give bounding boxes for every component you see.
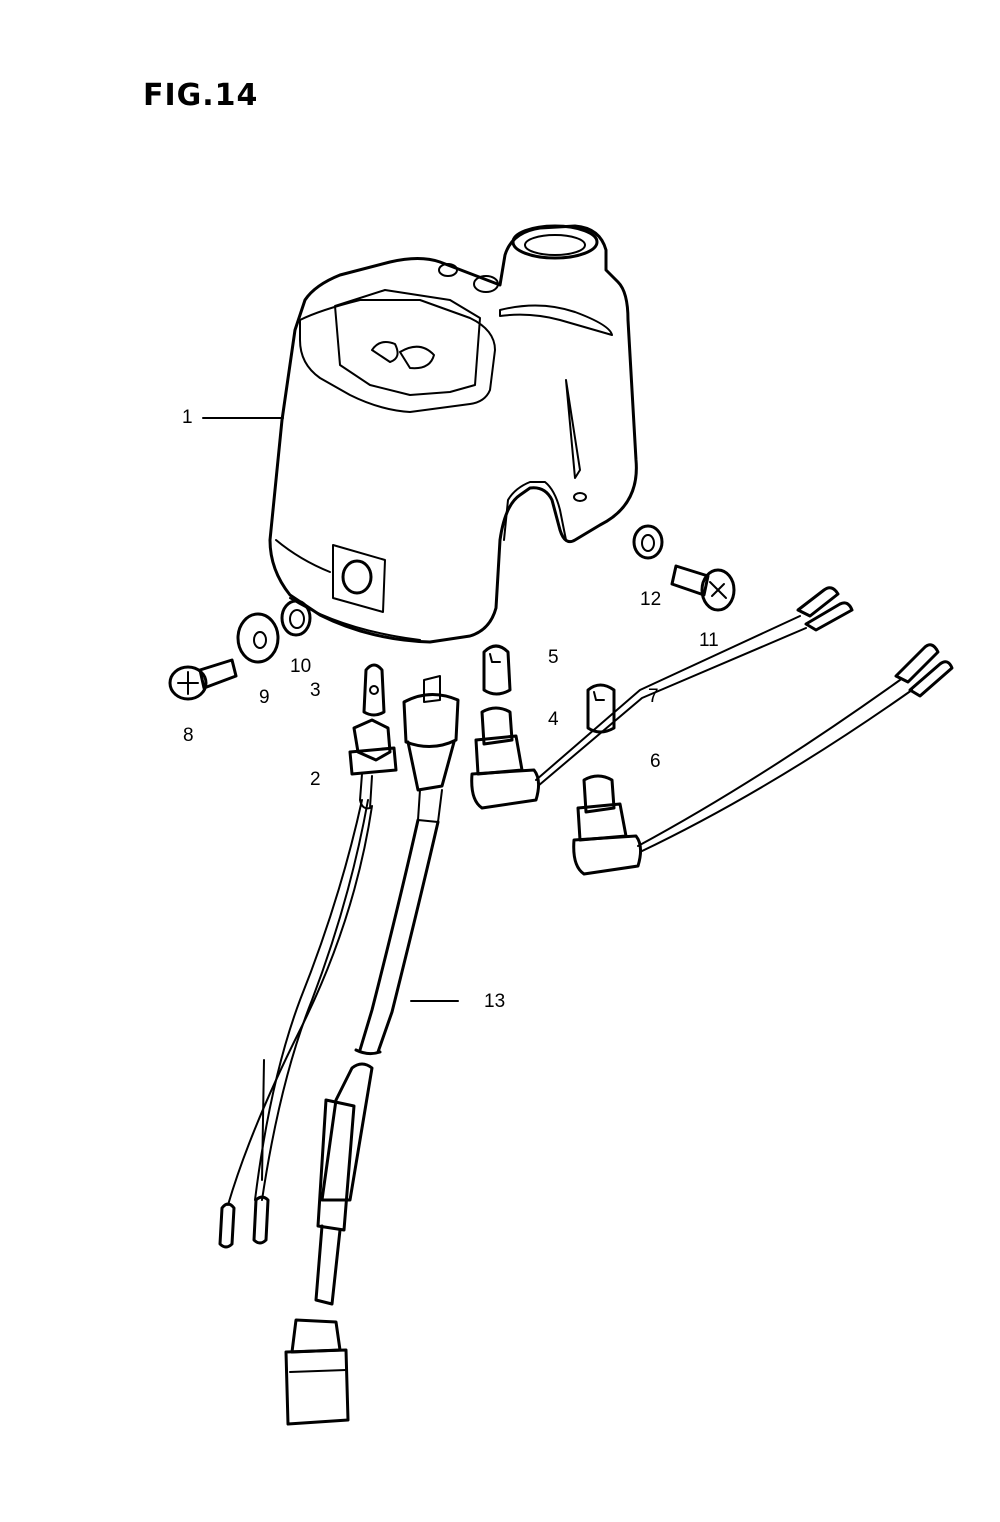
callout-6: 6 xyxy=(650,751,661,772)
grommet-10 xyxy=(280,599,312,637)
callout-10: 10 xyxy=(290,656,312,677)
leader-lines xyxy=(202,417,459,1002)
meter-cable-13 xyxy=(284,675,460,1426)
callout-12: 12 xyxy=(640,589,662,610)
figure-title: FIG.14 xyxy=(143,78,259,113)
callout-5: 5 xyxy=(548,647,559,668)
bulb-5 xyxy=(482,644,512,696)
callout-13: 13 xyxy=(484,991,506,1012)
socket-6 xyxy=(572,643,954,876)
callout-1: 1 xyxy=(182,407,193,428)
screw-11 xyxy=(670,564,736,612)
callout-11: 11 xyxy=(699,630,719,651)
bulb-3 xyxy=(362,663,386,717)
meter-case xyxy=(268,224,638,644)
callout-7: 7 xyxy=(648,686,659,707)
washer-9 xyxy=(236,612,280,664)
callout-3: 3 xyxy=(310,680,321,701)
washer-12 xyxy=(632,524,664,560)
callout-4: 4 xyxy=(548,709,559,730)
socket-2 xyxy=(218,718,398,1249)
socket-4 xyxy=(470,586,854,810)
callout-2: 2 xyxy=(310,769,321,790)
screw-8 xyxy=(168,658,238,701)
bulb-7 xyxy=(586,683,616,734)
callout-9: 9 xyxy=(259,687,270,708)
callout-8: 8 xyxy=(183,725,194,746)
